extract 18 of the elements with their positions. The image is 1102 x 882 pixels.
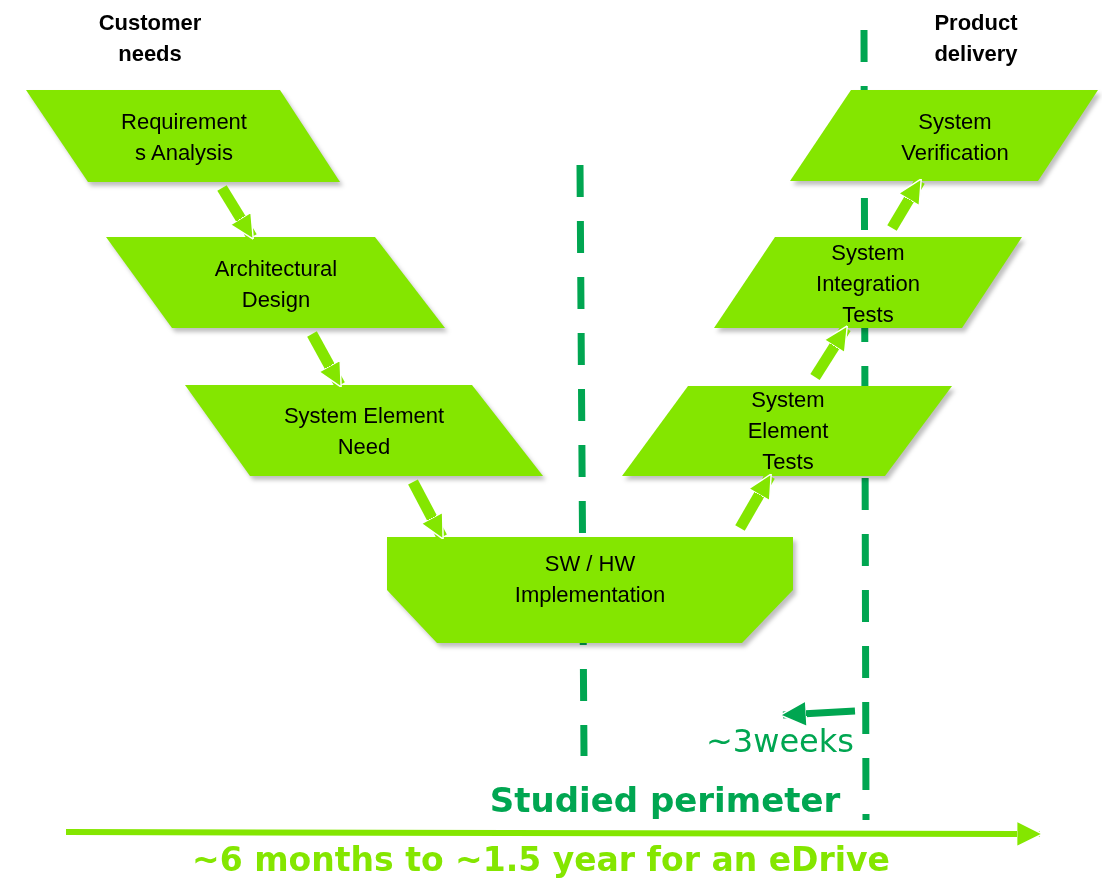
arrow <box>217 185 257 240</box>
arrow <box>408 479 447 540</box>
column-heading: Product delivery <box>933 9 1019 68</box>
step-label: System Integration Tests <box>815 239 921 330</box>
step-label: SW / HW Implementation <box>513 549 667 609</box>
step-label: System Element Need <box>282 401 446 461</box>
arrow <box>810 325 851 380</box>
step-label: System Element Tests <box>746 386 830 477</box>
step-label: Architectural Design <box>213 254 339 314</box>
timeline-label: ~6 months to ~1.5 year for an eDrive <box>192 840 890 879</box>
step-label: System Verification <box>900 107 1010 167</box>
arrow <box>887 178 925 231</box>
step-label: Requirement s Analysis <box>120 107 248 167</box>
perimeter-label: Studied perimeter <box>489 780 841 820</box>
duration-label: ~3weeks <box>706 722 854 760</box>
arrow <box>307 331 345 388</box>
arrow <box>735 473 775 531</box>
column-heading: Customer needs <box>97 9 203 68</box>
